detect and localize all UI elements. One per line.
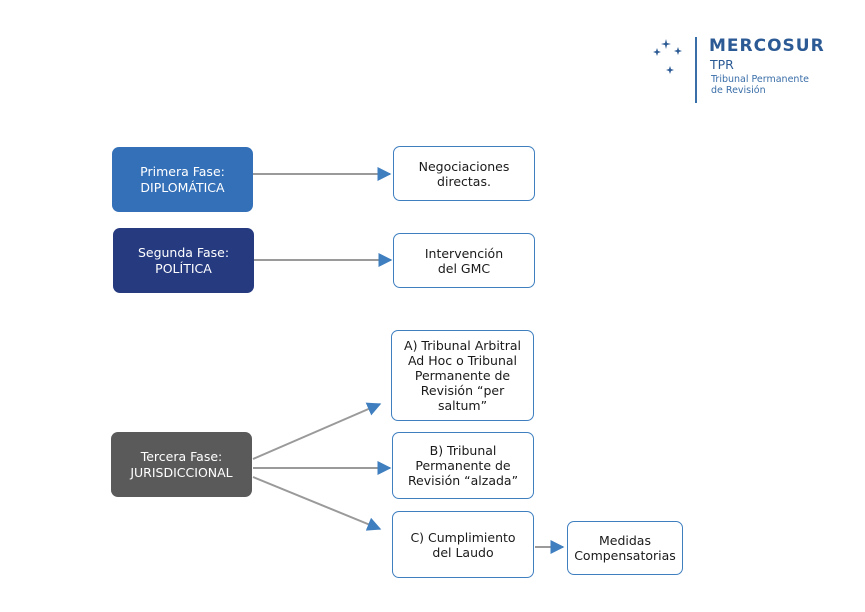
phase-primera: Primera Fase: DIPLOMÁTICA <box>112 147 253 212</box>
arrow-tercera-cumplimiento <box>252 476 382 531</box>
box-negociaciones-directas: Negociaciones directas. <box>393 146 535 201</box>
stars-icon <box>653 39 682 74</box>
phase-segunda: Segunda Fase: POLÍTICA <box>113 228 254 293</box>
box-medidas-compensatorias: Medidas Compensatorias <box>567 521 683 575</box>
phase-primera-name: DIPLOMÁTICA <box>140 179 225 195</box>
logo-name: MERCOSUR <box>709 36 825 56</box>
box-intervencion-gmc: Intervención del GMC <box>393 233 535 288</box>
logo-subtitle-line2: de Revisión <box>711 85 766 96</box>
phase-tercera-name: JURISDICCIONAL <box>130 464 233 480</box>
phase-tercera-title: Tercera Fase: <box>140 448 223 464</box>
box-cumplimiento-laudo: C) Cumplimiento del Laudo <box>392 511 534 578</box>
phase-segunda-name: POLÍTICA <box>155 260 212 276</box>
arrow-tercera-tribunal-arbitral <box>252 402 382 460</box>
box-tribunal-arbitral: A) Tribunal Arbitral Ad Hoc o Tribunal P… <box>391 330 534 421</box>
logo-subtitle-line1: Tribunal Permanente <box>711 74 810 85</box>
logo-divider <box>695 37 697 103</box>
phase-tercera: Tercera Fase: JURISDICCIONAL <box>111 432 252 497</box>
box-tribunal-permanente: B) Tribunal Permanente de Revisión “alza… <box>392 432 534 499</box>
phase-segunda-title: Segunda Fase: <box>137 244 230 260</box>
logo-abbr: TPR <box>710 57 734 72</box>
phase-primera-title: Primera Fase: <box>140 163 225 179</box>
